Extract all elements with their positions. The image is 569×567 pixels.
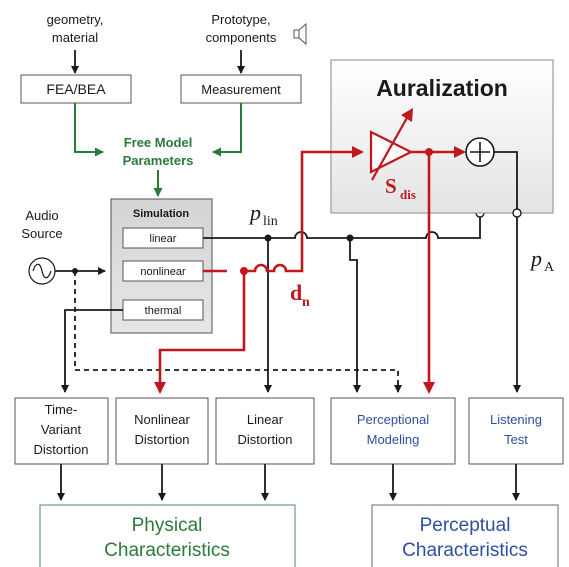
auralization-title: Auralization (376, 75, 508, 101)
input-prototype-line1: Prototype, (211, 12, 270, 27)
arrow-measurement-to-parameters (212, 103, 242, 157)
measurement-label: Measurement (201, 82, 281, 97)
fea-bea-label: FEA/BEA (46, 81, 106, 97)
time-variant-line1: Time- (45, 402, 78, 417)
free-model-line1: Free Model (124, 135, 193, 150)
sine-source-icon (28, 257, 56, 285)
sdis-subscript: dis (400, 187, 416, 202)
plin-line (203, 217, 481, 239)
free-model-line2: Parameters (123, 153, 194, 168)
perceptional-line2: Modeling (367, 432, 420, 447)
linear-distortion-line2: Distortion (238, 432, 293, 447)
physical-line2: Characteristics (104, 540, 230, 561)
linear-label: linear (150, 233, 177, 245)
nonlinear-distortion-box (115, 397, 209, 465)
linear-distortion-line1: Linear (247, 412, 284, 427)
amplifier-triangle-icon (369, 108, 414, 181)
sum-output-line (494, 151, 518, 209)
listening-line1: Listening (490, 412, 542, 427)
perceptual-line1: Perceptual (420, 515, 511, 536)
dn-subscript: n (302, 295, 310, 310)
pa-subscript: A (544, 260, 555, 275)
listening-test-box (468, 397, 564, 465)
plin-symbol: p (248, 200, 261, 225)
red-arrow-to-nonlinear-distortion (154, 271, 246, 394)
linear-distortion-box (215, 397, 315, 465)
input-geometry-line1: geometry, (47, 12, 104, 27)
input-prototype-line2: components (206, 30, 277, 45)
physical-characteristics-box (39, 504, 296, 567)
listening-line2: Test (504, 432, 528, 447)
dashed-source-to-perceptional (74, 271, 402, 393)
pa-output-node (512, 208, 522, 218)
time-variant-line3: Distortion (34, 442, 89, 457)
plin-subscript: lin (263, 214, 278, 229)
thermal-label: thermal (145, 305, 182, 317)
time-variant-distortion-box (14, 397, 109, 465)
sdis-symbol: S (385, 174, 397, 198)
summing-node-icon (465, 137, 495, 167)
nonlinear-label: nonlinear (140, 266, 186, 278)
audio-source-line1: Audio (25, 208, 58, 223)
perceptual-line2: Characteristics (402, 540, 528, 561)
arrow-fea-to-parameters (74, 103, 104, 157)
arrow-thermal-to-timevariant (61, 309, 123, 393)
nonlinear-distortion-line2: Distortion (135, 432, 190, 447)
nonlinear-distortion-line1: Nonlinear (134, 412, 190, 427)
perceptional-line1: Perceptional (357, 412, 429, 427)
input-geometry-line2: material (52, 30, 98, 45)
perceptional-modeling-box (330, 397, 456, 465)
pa-symbol: p (529, 246, 542, 271)
time-variant-line2: Variant (41, 422, 82, 437)
arrow-plin-to-perceptional (349, 238, 361, 393)
auralization-box (330, 59, 554, 214)
measurement-box (180, 74, 302, 104)
simulation-title: Simulation (133, 208, 190, 220)
dn-symbol: d (290, 280, 302, 305)
physical-line1: Physical (132, 515, 203, 536)
speaker-icon (293, 22, 307, 46)
fea-bea-box (20, 74, 132, 104)
audio-source-line2: Source (21, 226, 62, 241)
red-path-to-amplifier (244, 146, 364, 273)
perceptual-characteristics-box (371, 504, 559, 567)
